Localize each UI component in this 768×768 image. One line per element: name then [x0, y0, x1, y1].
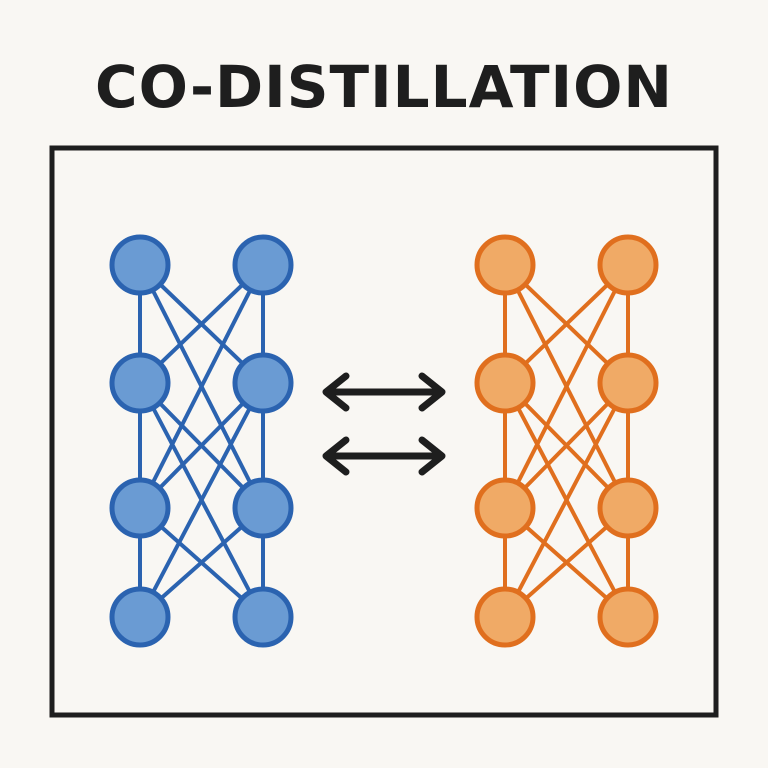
network-a-node [232, 586, 294, 648]
network-a-node [109, 586, 171, 648]
network-b-node [597, 586, 659, 648]
network-b-node [597, 477, 659, 539]
network-b-edge [503, 264, 630, 509]
bidirectional-arrow-bottom [322, 436, 446, 476]
network-b-node [597, 234, 659, 296]
network-a-node [232, 477, 294, 539]
network-a-edge [138, 382, 265, 618]
network-b-node [597, 352, 659, 414]
network-a-edge [138, 264, 265, 509]
network-b [474, 234, 659, 648]
network-a-node [109, 234, 171, 296]
network-a-node [232, 234, 294, 296]
network-b-node [474, 234, 536, 296]
network-a-node [109, 477, 171, 539]
page-title: CO-DISTILLATION [95, 53, 673, 121]
network-a [109, 234, 294, 648]
exchange-arrows [322, 372, 446, 476]
diagram-frame [49, 145, 719, 718]
network-b-node [474, 477, 536, 539]
network-b-edge [503, 382, 630, 618]
network-b-node [474, 586, 536, 648]
bidirectional-arrow-top [322, 372, 446, 412]
network-a-node [232, 352, 294, 414]
network-b-node [474, 352, 536, 414]
network-a-node [109, 352, 171, 414]
